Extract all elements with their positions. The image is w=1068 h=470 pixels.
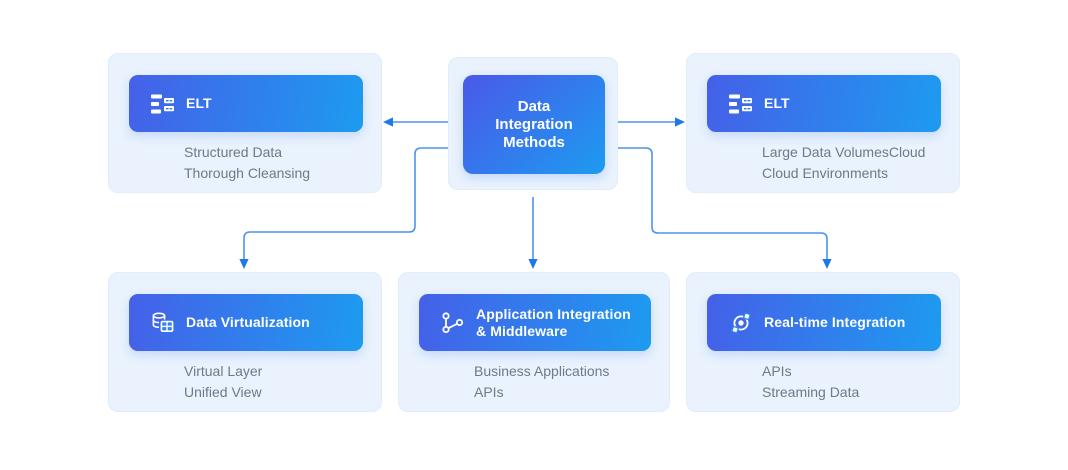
node-pill-elt-right: ELT (707, 75, 941, 132)
detail-line: Streaming Data (762, 384, 860, 400)
center-node-title: Data Integration Methods (495, 97, 573, 151)
elt-pipeline-icon (729, 94, 752, 113)
detail-line: APIs (474, 384, 504, 400)
node-details: Virtual Layer Unified View (184, 361, 262, 403)
center-node-card: Data Integration Methods (448, 57, 618, 190)
node-pill-app-integration: Application Integration & Middleware (419, 294, 651, 351)
detail-line: Structured Data (184, 144, 283, 160)
node-details: Large Data VolumesCloud Cloud Environmen… (762, 142, 925, 184)
detail-line: Virtual Layer (184, 363, 263, 379)
arrowhead-down-left (239, 259, 249, 269)
node-title: Application Integration & Middleware (476, 305, 631, 339)
arrowhead-left (383, 117, 393, 127)
elt-pipeline-icon (151, 94, 174, 113)
detail-line: Thorough Cleansing (184, 165, 311, 181)
detail-line: APIs (762, 363, 792, 379)
node-pill-elt-left: ELT (129, 75, 363, 132)
connected-nodes-icon (442, 311, 464, 333)
node-card-data-virtualization: Data Virtualization Virtual Layer Unifie… (108, 272, 382, 412)
node-pill-data-virtualization: Data Virtualization (129, 294, 363, 351)
arrowhead-down-right (822, 259, 832, 269)
node-details: Business Applications APIs (474, 361, 609, 403)
node-title: ELT (186, 95, 212, 111)
detail-line: Large Data VolumesCloud (762, 144, 926, 160)
detail-line: Unified View (184, 384, 262, 400)
detail-line: Cloud Environments (762, 165, 889, 181)
node-title: ELT (764, 95, 790, 111)
node-details: APIs Streaming Data (762, 361, 859, 403)
node-title: Real-time Integration (764, 314, 906, 330)
database-table-icon (152, 311, 174, 332)
realtime-sync-icon (731, 311, 751, 334)
node-card-elt-left: ELT Structured Data Thorough Cleansing (108, 53, 382, 193)
arrowhead-down-center (528, 259, 538, 269)
center-node-pill: Data Integration Methods (463, 75, 605, 174)
node-pill-realtime: Real-time Integration (707, 294, 941, 351)
node-card-elt-right: ELT Large Data VolumesCloud Cloud Enviro… (686, 53, 960, 193)
node-card-realtime: Real-time Integration APIs Streaming Dat… (686, 272, 960, 412)
detail-line: Business Applications (474, 363, 610, 379)
node-card-app-integration: Application Integration & Middleware Bus… (398, 272, 670, 412)
node-details: Structured Data Thorough Cleansing (184, 142, 310, 184)
node-title: Data Virtualization (186, 314, 310, 330)
arrowhead-right (675, 117, 685, 127)
